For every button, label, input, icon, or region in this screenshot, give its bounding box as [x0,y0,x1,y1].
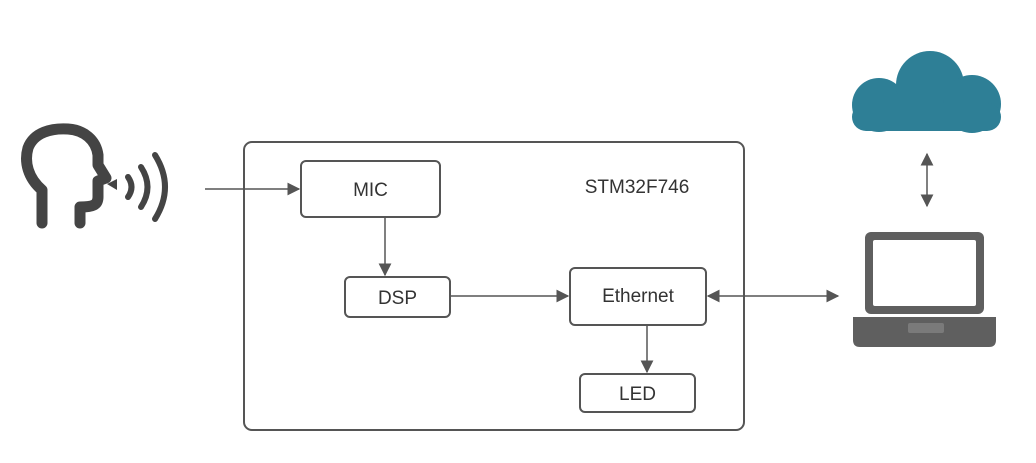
mic-block: MIC [300,160,441,218]
speaking-head-icon [21,123,168,229]
ethernet-label: Ethernet [602,286,675,307]
dsp-block: DSP [344,276,451,318]
dsp-label: DSP [378,288,417,309]
ethernet-block: Ethernet [569,267,707,326]
led-label: LED [619,384,656,405]
board-label: STM32F746 [585,177,690,198]
led-block: LED [579,373,696,413]
cloud-icon [852,51,1001,133]
board-boundary [243,141,745,431]
mic-label: MIC [353,180,388,201]
laptop-icon [853,232,996,347]
